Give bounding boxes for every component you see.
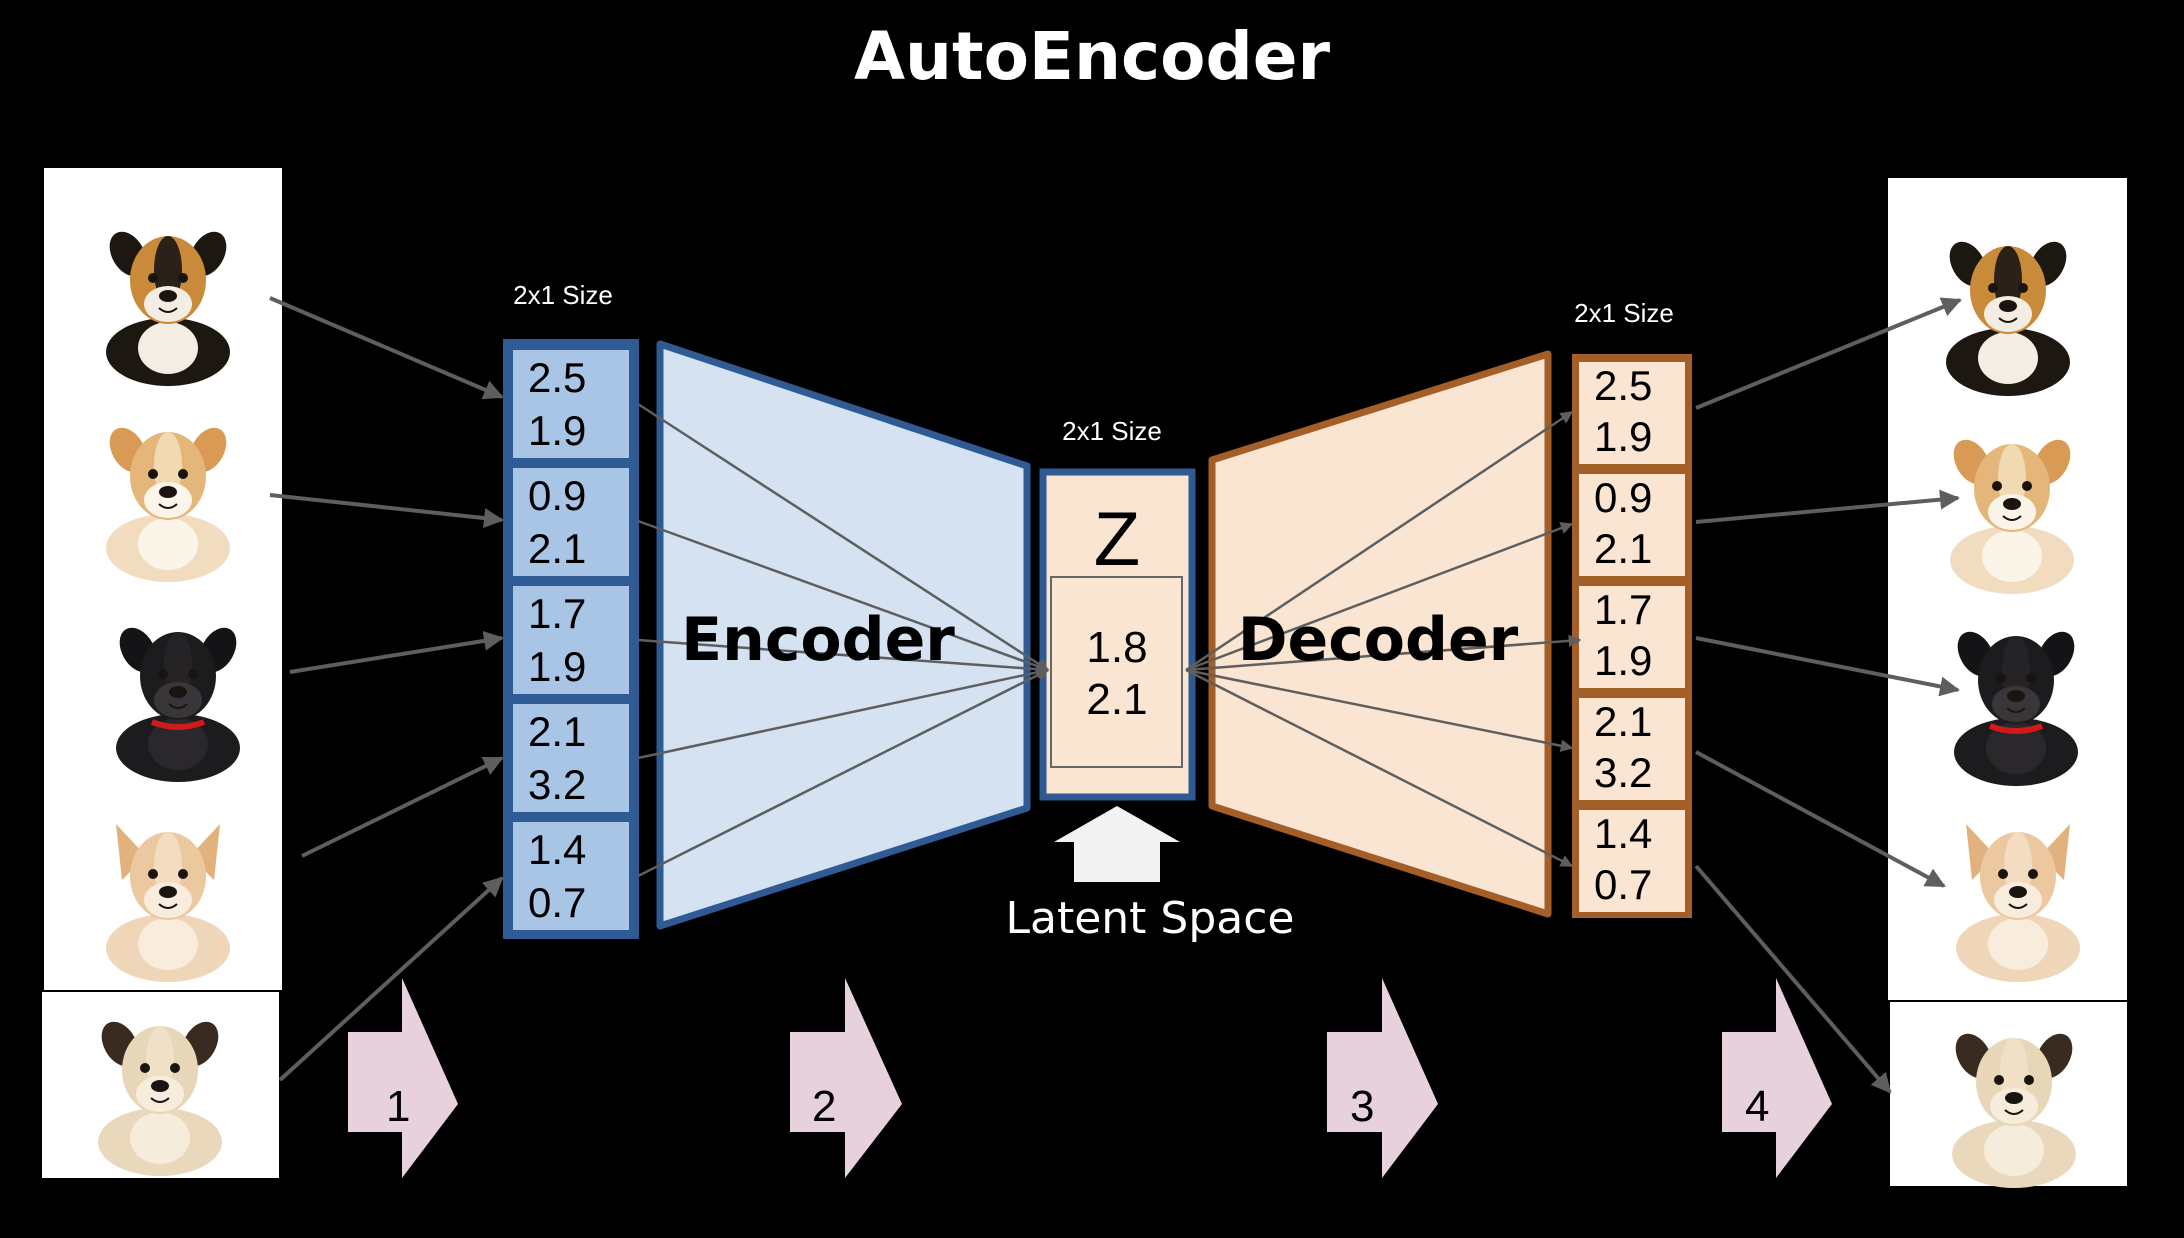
- output-dog-image-1: [1946, 241, 2070, 396]
- input-dog-image-2: [106, 427, 230, 582]
- output-dog-image-3: [1954, 631, 2078, 786]
- step-arrow-2: [790, 978, 902, 1178]
- step-arrow-3: [1327, 978, 1438, 1178]
- step-label-1: 1: [386, 1082, 410, 1131]
- output-dog-image-5: [1952, 1033, 2076, 1188]
- decoder-value-2b: 2.1: [1594, 525, 1652, 572]
- decoder-block: [1208, 350, 1552, 918]
- latent-space-caption: Latent Space: [1005, 893, 1294, 944]
- latent-size-label: 2x1 Size: [1062, 416, 1162, 446]
- step-arrow-1: [348, 978, 458, 1178]
- output-connectors: [1694, 297, 1962, 1094]
- decoder-value-4b: 3.2: [1594, 749, 1652, 796]
- step-arrow-4: [1722, 978, 1832, 1178]
- decoder-connectors: [1185, 410, 1582, 868]
- encoder-block: [656, 340, 1031, 930]
- decoder-vector-stack: [1572, 354, 1692, 918]
- decoder-value-2a: 0.9: [1594, 474, 1652, 521]
- step-arrows: [348, 978, 1832, 1178]
- encoder-size-label: 2x1 Size: [513, 280, 613, 310]
- encoder-connectors: [637, 402, 1050, 878]
- step-label-3: 3: [1350, 1082, 1374, 1131]
- decoder-value-5a: 1.4: [1594, 810, 1652, 857]
- output-dog-image-4: [1956, 824, 2080, 982]
- decoder-value-1a: 2.5: [1594, 362, 1652, 409]
- decoder-value-5b: 0.7: [1594, 861, 1652, 908]
- input-dog-image-1: [106, 231, 230, 386]
- encoder-value-2a: 0.9: [528, 472, 586, 519]
- decoder-label: Decoder: [1238, 605, 1519, 675]
- latent-symbol: Z: [1094, 497, 1140, 582]
- decoder-value-3b: 1.9: [1594, 637, 1652, 684]
- decoder-value-3a: 1.7: [1594, 586, 1652, 633]
- step-label-2: 2: [812, 1082, 836, 1131]
- latent-pointer-arrow: [1054, 806, 1180, 882]
- decoder-size-label: 2x1 Size: [1574, 298, 1674, 328]
- encoder-label: Encoder: [681, 605, 955, 675]
- latent-value-b: 2.1: [1086, 675, 1147, 724]
- input-dog-image-4: [106, 824, 230, 982]
- decoder-value-4a: 2.1: [1594, 698, 1652, 745]
- encoder-value-4b: 3.2: [528, 761, 586, 808]
- latent-value-a: 1.8: [1086, 623, 1147, 672]
- step-label-4: 4: [1745, 1082, 1769, 1131]
- page-title: AutoEncoder: [853, 18, 1331, 95]
- encoder-vector-stack: [503, 339, 639, 939]
- encoder-value-4a: 2.1: [528, 708, 586, 755]
- latent-block: [1039, 468, 1196, 801]
- encoder-value-2b: 2.1: [528, 525, 586, 572]
- input-connectors: [269, 296, 504, 1082]
- input-dog-image-5: [98, 1021, 222, 1176]
- encoder-value-5b: 0.7: [528, 879, 586, 926]
- output-dog-image-2: [1950, 439, 2074, 594]
- encoder-value-1a: 2.5: [528, 354, 586, 401]
- encoder-value-1b: 1.9: [528, 407, 586, 454]
- decoder-value-1b: 1.9: [1594, 413, 1652, 460]
- encoder-value-3b: 1.9: [528, 643, 586, 690]
- input-dog-image-3: [116, 627, 240, 782]
- encoder-value-5a: 1.4: [528, 826, 586, 873]
- encoder-value-3a: 1.7: [528, 590, 586, 637]
